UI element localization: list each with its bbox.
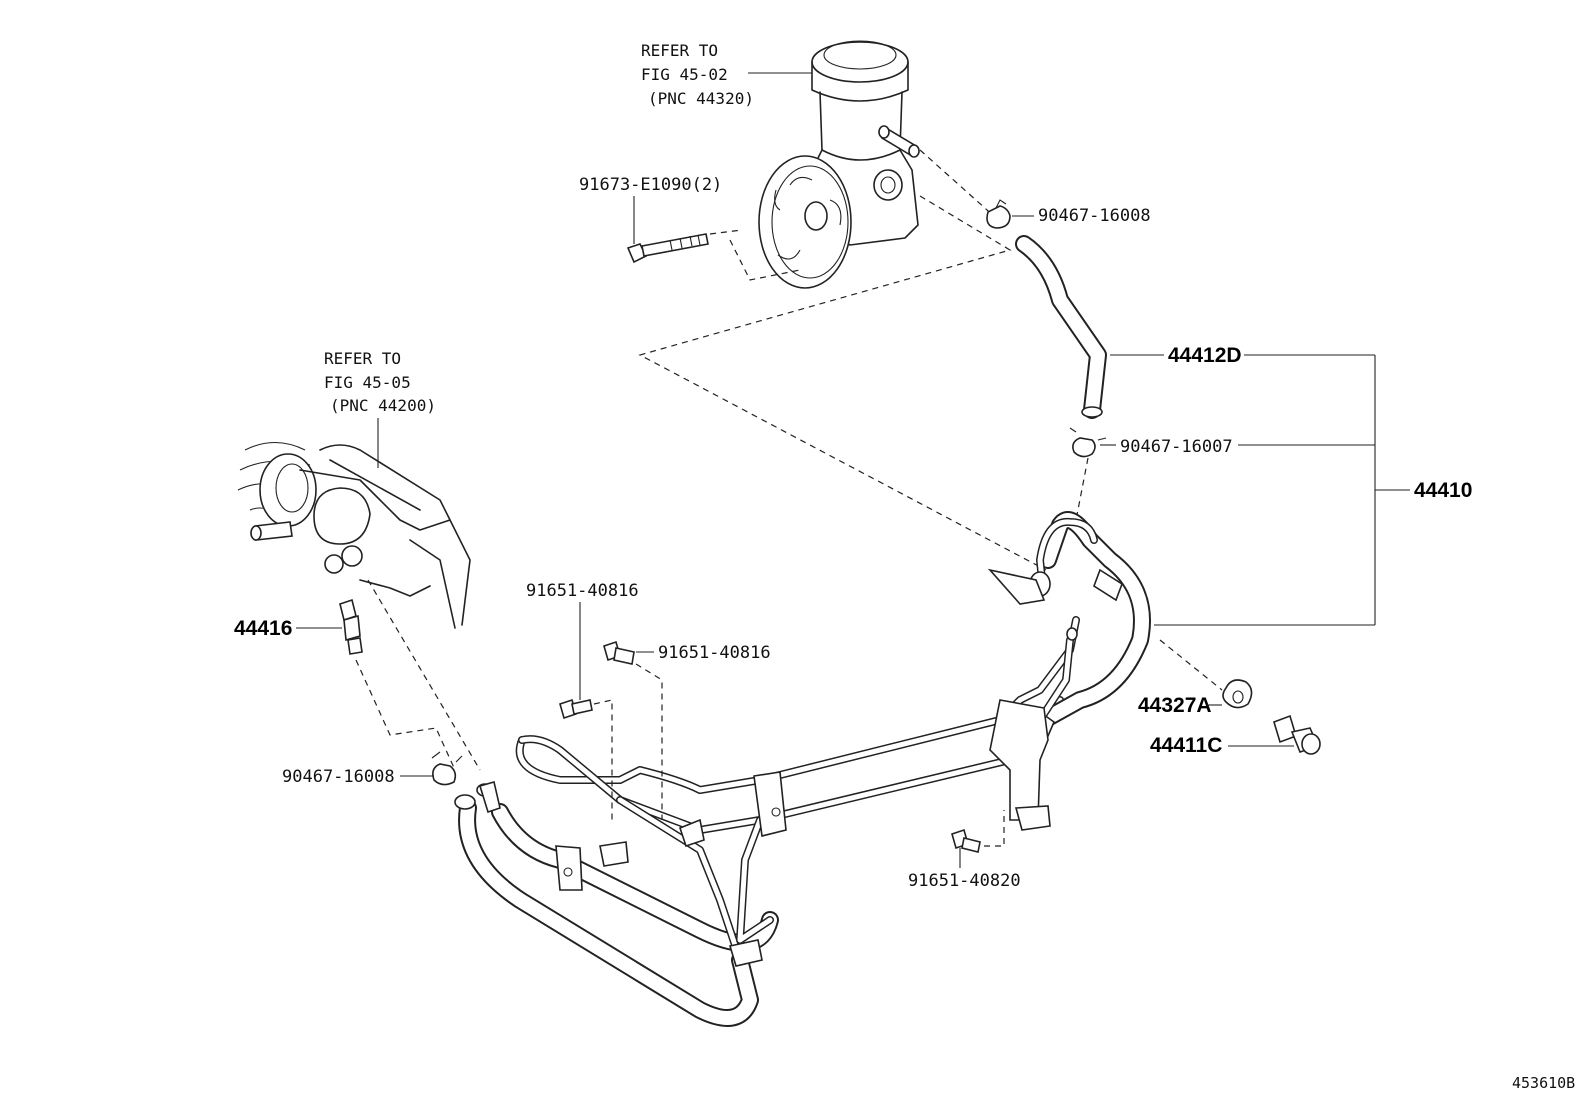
- gear-hose-clamp[interactable]: [431, 751, 463, 786]
- gear-refer-note: REFER TO FIG 45-05 (PNC 44200): [324, 349, 436, 468]
- union-bolt-44411c-label: 44411C: [1150, 734, 1222, 757]
- pump-bolt[interactable]: [626, 233, 709, 264]
- pump-refer-line1: REFER TO: [641, 41, 718, 60]
- bracket-bolt-40820[interactable]: [951, 828, 981, 853]
- bracket-bolt-40816-a[interactable]: [559, 698, 593, 720]
- gear-refer-line3: (PNC 44200): [330, 396, 436, 415]
- power-steering-pump[interactable]: [758, 40, 920, 289]
- gear-refer-line2: FIG 45-05: [324, 373, 411, 392]
- hose-44412d-label: 44412D: [1168, 344, 1242, 367]
- pump-hose-clamp[interactable]: [986, 199, 1011, 229]
- steering-gear[interactable]: [237, 442, 471, 629]
- bracket-bolt-40816-b[interactable]: [603, 640, 635, 665]
- pump-refer-line2: FIG 45-02: [641, 65, 728, 84]
- clamp-16007-label: 90467-16007: [1120, 437, 1233, 457]
- pump-refer-note: REFER TO FIG 45-02 (PNC 44320): [641, 41, 812, 108]
- bolt-pump-label: 91673-E1090(2): [579, 175, 722, 195]
- hose-clamp-16007[interactable]: [1069, 427, 1107, 458]
- union-bolt-44411c[interactable]: [1273, 714, 1321, 755]
- gasket-44327a[interactable]: [1222, 679, 1253, 709]
- clamp-pump-label: 90467-16008: [1038, 206, 1151, 226]
- union-44416-label: 44416: [234, 617, 292, 640]
- figure-code: 453610B: [1512, 1074, 1575, 1092]
- gasket-44327a-label: 44327A: [1138, 694, 1212, 717]
- tube-assembly-44410[interactable]: [454, 511, 1151, 1027]
- pump-refer-line3: (PNC 44320): [648, 89, 754, 108]
- bolt-40820-label: 91651-40820: [908, 871, 1021, 891]
- bolt-40816-a-label: 91651-40816: [526, 581, 639, 601]
- gear-refer-line1: REFER TO: [324, 349, 401, 368]
- union-44416[interactable]: [339, 598, 363, 655]
- return-hose-44412d[interactable]: [1015, 235, 1107, 419]
- bolt-40816-b-label: 91651-40816: [658, 643, 771, 663]
- clamp-gear-label: 90467-16008: [282, 767, 395, 787]
- assembly-44410-label: 44410: [1414, 479, 1472, 502]
